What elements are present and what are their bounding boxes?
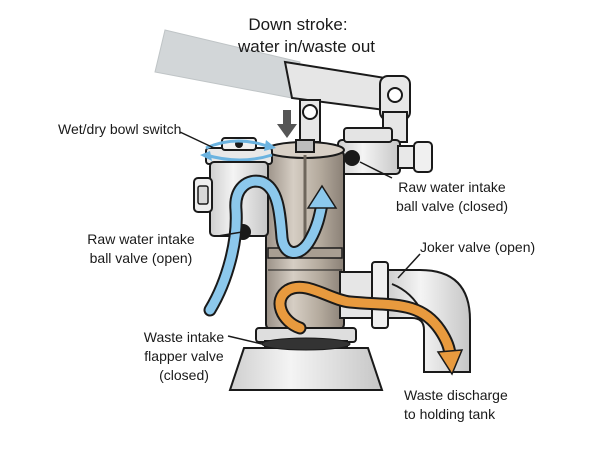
diagram-title: Down stroke: water in/waste out xyxy=(238,14,376,58)
leader-wet-dry xyxy=(179,131,215,149)
leader-lines xyxy=(179,131,421,345)
label-joker-valve: Joker valve (open) xyxy=(420,239,536,255)
title-line-2: water in/waste out xyxy=(238,37,376,56)
label-wet-dry-switch: Wet/dry bowl switch xyxy=(58,121,182,137)
label-raw-intake-open: Raw water intake ball valve (open) xyxy=(87,231,195,266)
label-raw-intake-closed: Raw water intake ball valve (closed) xyxy=(395,179,509,214)
water-flow-arrow xyxy=(203,174,338,317)
leader-raw-open xyxy=(217,231,243,237)
leader-joker xyxy=(397,253,421,279)
leader-raw-closed xyxy=(359,161,393,179)
waste-flow-arrow xyxy=(273,280,464,376)
label-waste-discharge: Waste discharge to holding tank xyxy=(404,387,508,422)
pump-base xyxy=(228,327,384,391)
title-line-1: Down stroke: xyxy=(248,15,348,34)
down-arrow-icon xyxy=(277,110,297,138)
rotate-arrows-icon xyxy=(200,139,276,162)
label-waste-flapper: Waste intake flapper valve (closed) xyxy=(143,329,225,383)
leader-flapper xyxy=(227,335,263,345)
raw-water-valve-right xyxy=(337,127,433,175)
